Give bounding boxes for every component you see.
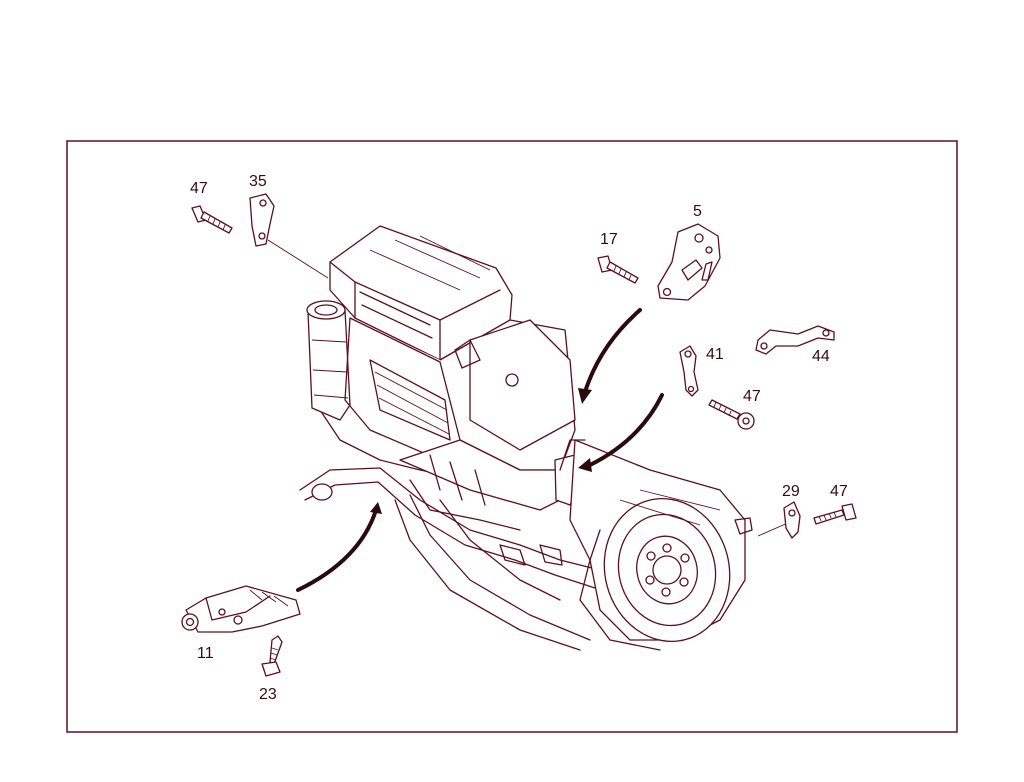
bracket-5-icon (657, 223, 721, 301)
callout-44: 44 (812, 348, 830, 365)
arrow-part5 (578, 308, 642, 404)
bracket-41-icon (679, 345, 699, 397)
callout-11: 11 (197, 645, 214, 662)
arrow-part11 (296, 502, 382, 592)
callout-35: 35 (249, 173, 267, 190)
engine-mount-11-icon (181, 585, 301, 633)
callout-5: 5 (693, 203, 702, 220)
callout-41: 41 (706, 346, 724, 363)
diagram-frame (66, 140, 958, 733)
leader-lines (267, 239, 791, 537)
callout-23: 23 (259, 686, 277, 703)
bracket-44-icon (755, 325, 835, 355)
bolt-17-icon (597, 255, 639, 284)
callout-17: 17 (600, 231, 618, 248)
callout-47-middle: 47 (743, 388, 761, 405)
arrow-part41 (578, 393, 664, 472)
bolt-47-middle-icon (708, 399, 755, 430)
callout-47-top-left: 47 (190, 180, 208, 197)
callout-29: 29 (782, 483, 800, 500)
callout-47-right: 47 (830, 483, 848, 500)
bolt-23-icon (261, 635, 283, 677)
bracket-35-icon (249, 193, 275, 247)
clamp-29-icon (783, 501, 801, 539)
bolt-47-top-icon (191, 205, 233, 234)
engine-assembly (299, 225, 753, 651)
bolt-47-right-icon (813, 503, 857, 525)
